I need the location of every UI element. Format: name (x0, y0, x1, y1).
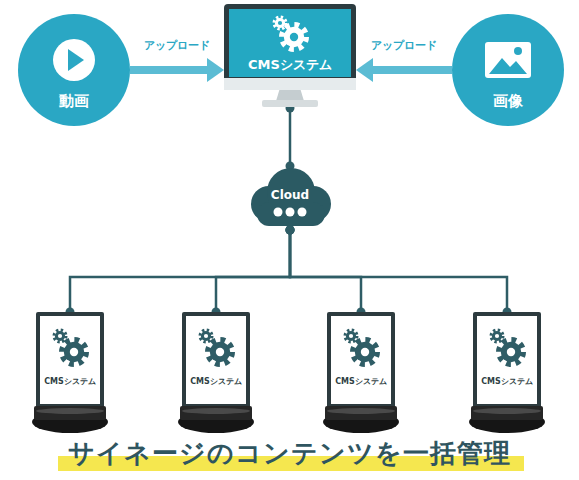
network-line (70, 230, 290, 312)
gear-body (64, 342, 84, 362)
cloud-node: Cloud (243, 166, 337, 230)
joint-dot (286, 226, 295, 235)
gear-hole (278, 21, 282, 25)
node-label: 動画 (18, 92, 130, 111)
sign-node: CMSシステム (469, 312, 545, 434)
edge-label: アップロード (127, 38, 227, 53)
node-label: CMSシステム (323, 376, 399, 387)
gear-teeth (62, 340, 86, 364)
gear-hole (361, 348, 369, 356)
sign-stand (180, 406, 252, 420)
node-label: CMSシステム (469, 376, 545, 387)
sign-highlight (36, 408, 104, 414)
sign-stand (34, 406, 106, 420)
gear-hole (70, 348, 78, 356)
image-node: 画像 (452, 14, 564, 126)
monitor-base (262, 100, 318, 107)
gear-teeth (200, 330, 212, 342)
gear-hole (495, 334, 499, 338)
sign-shape (323, 312, 399, 434)
gear-body (501, 342, 521, 362)
gear-body (201, 331, 211, 341)
node-label: 画像 (452, 92, 564, 111)
monitor-shape (224, 4, 356, 108)
sign-frame (182, 312, 250, 408)
cloud-dot (274, 208, 283, 217)
gear-teeth (282, 25, 306, 49)
sign-frame (473, 312, 541, 408)
sign-node: CMSシステム (32, 312, 108, 434)
joint-dot (286, 226, 295, 235)
gear-teeth (491, 330, 503, 342)
sign-frame (36, 312, 104, 408)
gear-hole (507, 348, 515, 356)
node-label: CMSシステム (32, 376, 108, 387)
gear-body (492, 331, 502, 341)
sign-highlight (182, 408, 250, 414)
sign-stand (325, 406, 397, 420)
circle-outline (18, 14, 130, 126)
network-line (290, 230, 361, 312)
sign-screen (40, 316, 100, 404)
joint-dot (286, 226, 295, 235)
monitor-node: CMSシステム (224, 4, 356, 108)
node-label: Cloud (243, 188, 337, 202)
sign-screen (186, 316, 246, 404)
sign-shape (32, 312, 108, 434)
upload-arrow (373, 66, 452, 74)
image-mountain (489, 58, 527, 74)
gear-body (210, 342, 230, 362)
gear-teeth (208, 340, 232, 364)
gear-body (284, 27, 304, 47)
monitor-chin (224, 78, 356, 90)
gear-body (355, 342, 375, 362)
gear-teeth (345, 330, 357, 342)
play-icon (53, 39, 95, 81)
cloud-dot (298, 208, 307, 217)
sign-node: CMSシステム (323, 312, 399, 434)
gear-hole (216, 348, 224, 356)
sign-frame (327, 312, 395, 408)
cloud-dot (286, 208, 295, 217)
edge-label: アップロード (354, 38, 454, 53)
video-node: 動画 (18, 14, 130, 126)
gear-teeth (353, 340, 377, 364)
sign-highlight (473, 408, 541, 414)
network-line (216, 230, 290, 312)
gear-teeth (54, 330, 66, 342)
image-sun (514, 47, 522, 55)
sign-stand (471, 406, 543, 420)
gear-hole (204, 334, 208, 338)
gear-body (346, 331, 356, 341)
gear-hole (290, 33, 298, 41)
gear-body (55, 331, 65, 341)
monitor-bezel (224, 4, 356, 90)
play-triangle (68, 49, 84, 71)
circle-outline (452, 14, 564, 126)
cloud-base (257, 202, 325, 226)
upload-arrow (130, 66, 207, 74)
gear-body (275, 18, 285, 28)
network-line (289, 108, 292, 166)
sign-node: CMSシステム (178, 312, 254, 434)
gear-teeth (274, 17, 286, 29)
caption: サイネージのコンテンツを一括管理 (0, 436, 579, 471)
sign-shape (178, 312, 254, 434)
sign-screen (477, 316, 537, 404)
gear-hole (349, 334, 353, 338)
node-label: CMSシステム (224, 56, 356, 74)
image-icon (485, 42, 531, 78)
node-label: CMSシステム (178, 376, 254, 387)
gear-teeth (499, 340, 523, 364)
sign-shape (469, 312, 545, 434)
gear-hole (58, 334, 62, 338)
network-line (290, 230, 507, 312)
sign-screen (331, 316, 391, 404)
joint-dot (286, 226, 295, 235)
sign-highlight (327, 408, 395, 414)
